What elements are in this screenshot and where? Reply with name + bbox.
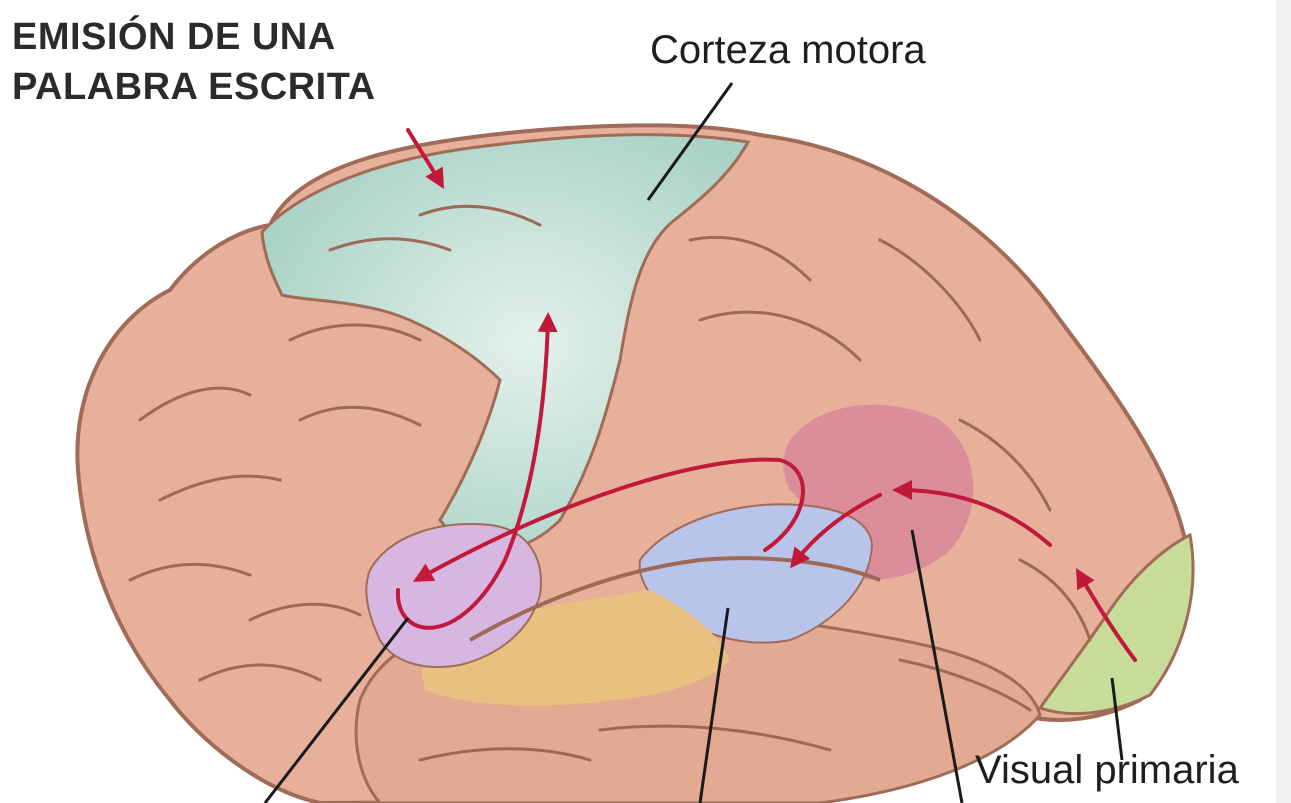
arrow-visual-to-angular [1076,568,1137,662]
arrow-angular-inbound [892,480,1052,547]
leader-lines [263,82,1124,803]
arrow-angular-to-wernicke [790,493,882,569]
lateral-sulcus [469,556,881,642]
diagram-title-line-1: EMISIÓN DE UNA [12,16,336,58]
scrollbar-track[interactable] [1276,0,1291,803]
sulci-lines [128,204,1092,762]
leader-wernicke [698,607,730,803]
leader-motor-cortex [646,82,734,201]
label-primary-visual: Visual primaria [975,748,1239,792]
primary-visual-region [1037,532,1195,716]
leader-angular [910,529,964,803]
label-motor-cortex: Corteza motora [650,28,926,72]
broca-region [365,523,542,669]
arrow-from-title [406,128,444,189]
leader-visual-primary [1110,677,1124,761]
arrow-broca-to-motor [395,312,558,630]
arrow-wernicke-to-broca [413,457,805,582]
diagram-title-line-2: PALABRA ESCRITA [12,66,376,108]
pathway-arrows [395,128,1137,662]
leader-broca [263,617,410,803]
